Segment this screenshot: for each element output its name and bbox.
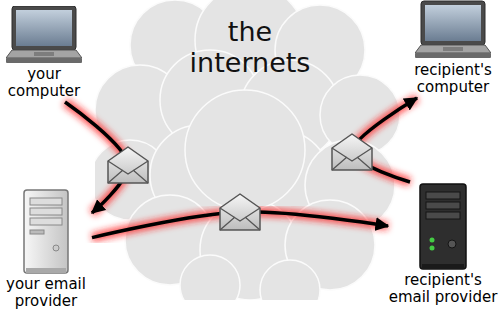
server-icon	[16, 188, 76, 276]
laptop-icon	[6, 6, 82, 66]
cloud-node: the internets	[95, 0, 405, 300]
cloud-title: the internets	[175, 16, 325, 78]
server-node: your email provider	[0, 188, 92, 312]
cloud-puff	[185, 90, 305, 210]
server-node: recipient's email provider	[388, 182, 498, 308]
laptop-icon	[415, 0, 491, 62]
node-label: your computer	[2, 66, 86, 99]
computer-node: your computer	[2, 6, 86, 102]
cloud-puff	[180, 255, 240, 300]
server-icon	[410, 182, 476, 272]
computer-node: recipient's computer	[408, 0, 498, 98]
cloud-puff	[260, 260, 320, 300]
node-label: recipient's computer	[408, 62, 498, 95]
cloud-puff	[305, 140, 395, 230]
node-label: recipient's email provider	[388, 272, 498, 305]
node-label: your email provider	[0, 276, 92, 309]
